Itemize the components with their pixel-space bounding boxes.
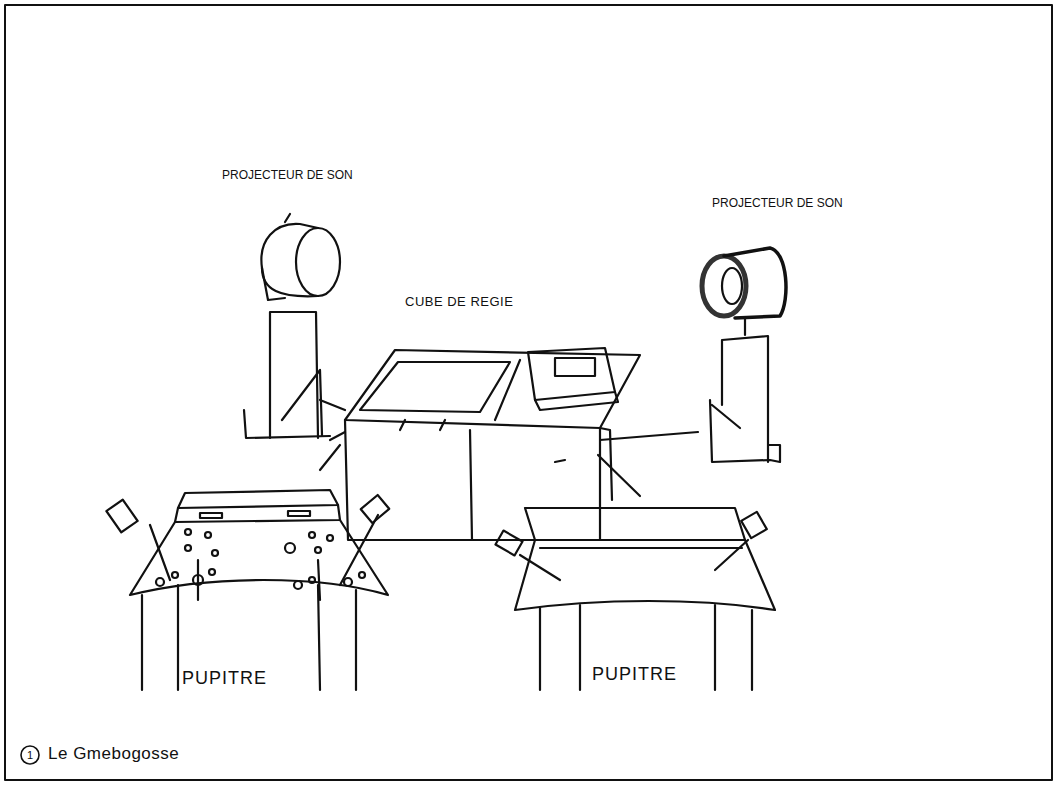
control-cube <box>345 348 640 540</box>
part-label: PUPITRE <box>592 664 677 685</box>
figure-caption: Le Gmebogosse <box>48 744 179 764</box>
console-left <box>106 490 389 690</box>
sound-projector-right <box>702 248 786 462</box>
sound-projector-left <box>244 214 340 438</box>
part-label: CUBE DE REGIE <box>405 294 513 309</box>
callout-circle <box>21 746 39 764</box>
part-label: PROJECTEUR DE SON <box>712 196 843 210</box>
part-label: PROJECTEUR DE SON <box>222 168 353 182</box>
callout-number: 1 <box>27 749 33 761</box>
console-right <box>495 508 775 690</box>
frame <box>5 5 1052 780</box>
part-label: PUPITRE <box>182 668 267 689</box>
cable <box>320 400 698 496</box>
